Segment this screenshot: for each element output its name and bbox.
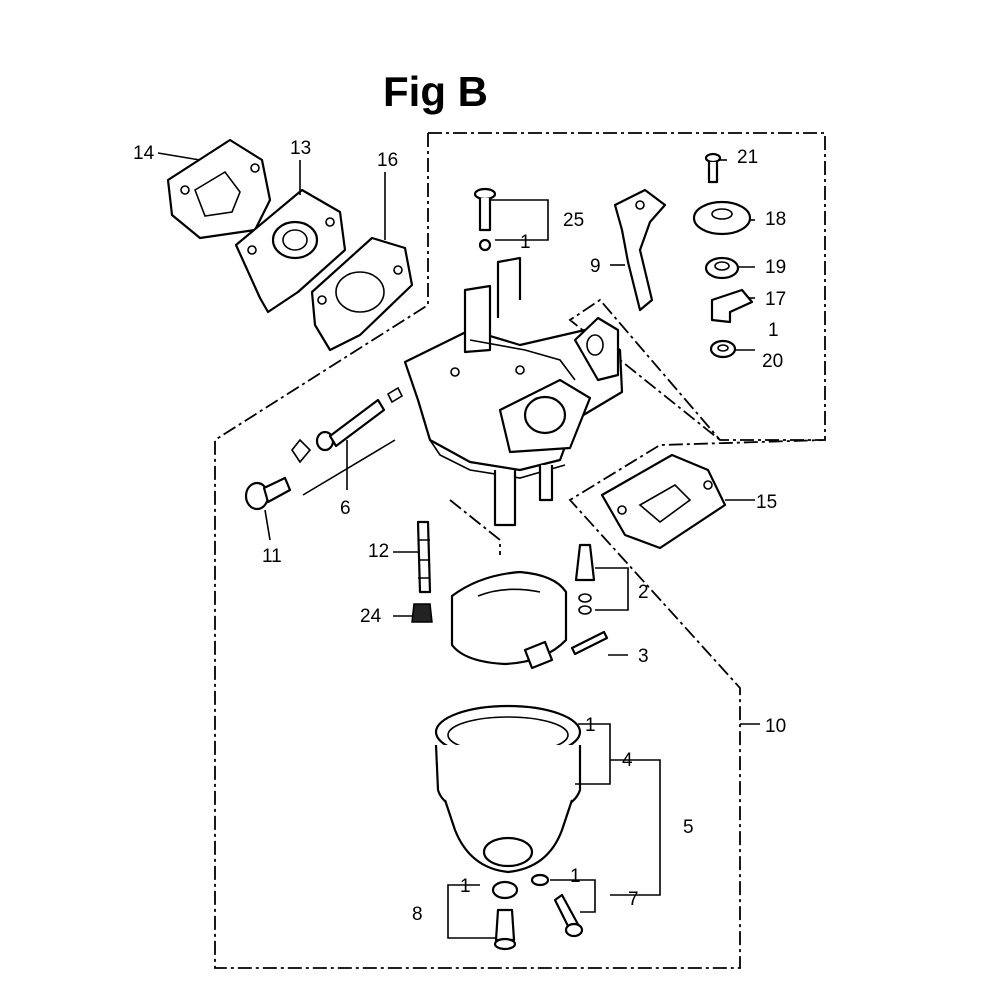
callout-6: 6	[340, 498, 351, 519]
callout-21: 21	[737, 147, 758, 168]
callout-25: 25	[563, 210, 584, 231]
part-14-insulator-gasket	[166, 138, 272, 240]
callout-9: 9	[590, 256, 601, 277]
part-12-main-nozzle	[416, 520, 432, 594]
part-24-main-jet	[411, 603, 433, 623]
part-16-carburetor-gasket	[310, 236, 414, 352]
part-15-air-cleaner-gasket	[600, 453, 727, 550]
part-20-gasket	[709, 339, 737, 359]
assembly-frame	[214, 132, 826, 969]
leader-lines	[157, 152, 760, 939]
callout-5: 5	[683, 817, 694, 838]
callout-4: 4	[622, 750, 633, 771]
part-17-lever	[710, 288, 754, 324]
part-6-throttle-stop-screw	[291, 386, 404, 464]
part-25-screw	[473, 187, 497, 252]
part-21-screw	[704, 152, 722, 184]
callout-11: 11	[262, 546, 282, 567]
callout-3: 3	[638, 646, 649, 667]
part-19-spring	[704, 256, 740, 280]
callout-1-bolt-washer: 1	[460, 876, 471, 897]
callout-19: 19	[765, 257, 786, 278]
part-9-choke-shaft	[613, 188, 667, 312]
part-8-drain-bolt	[491, 880, 519, 951]
callout-24: 24	[360, 606, 382, 627]
callout-1-washer: 1	[570, 866, 581, 887]
part-11-drain-screw	[244, 476, 292, 511]
callout-7: 7	[628, 889, 639, 910]
figure-title: Fig B	[383, 68, 488, 115]
callout-1-gasket: 1	[768, 320, 779, 341]
carburetor-body	[403, 256, 624, 527]
callout-13: 13	[290, 138, 311, 159]
part-7-drain-screw	[530, 873, 584, 938]
callout-1-chamber: 1	[585, 715, 596, 736]
callout-12: 12	[368, 541, 389, 562]
part-2-float-valve	[574, 543, 596, 615]
callout-10: 10	[765, 716, 786, 737]
float	[450, 570, 568, 670]
callout-20: 20	[762, 351, 783, 372]
part-13-insulator	[234, 188, 347, 314]
part-5-float-chamber	[434, 704, 582, 874]
callout-8: 8	[412, 904, 423, 925]
part-3-float-pin	[570, 630, 609, 656]
callout-1-screw: 1	[520, 232, 531, 253]
callout-18: 18	[765, 209, 786, 230]
callout-2: 2	[638, 582, 649, 603]
callout-17: 17	[765, 289, 786, 310]
callout-labels: 14 13 16 25 1 9 21 18 19 17 1 20 6 11 12…	[133, 138, 786, 925]
part-18-choke-valve	[692, 200, 752, 236]
callout-15: 15	[756, 492, 777, 513]
callout-16: 16	[377, 150, 398, 171]
callout-14: 14	[133, 143, 155, 164]
